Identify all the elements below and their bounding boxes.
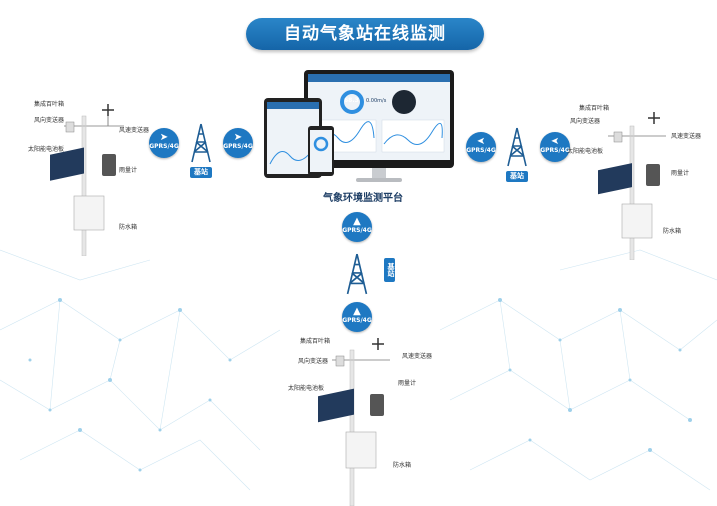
arrow-left-icon: ➤: [550, 136, 560, 147]
weather-station-left: [50, 104, 124, 256]
label-right-shutter: 集成百叶箱: [579, 105, 610, 112]
label-bottom-rain-gauge: 雨量计: [398, 380, 417, 387]
label-left-rain-gauge: 雨量计: [119, 167, 138, 174]
gprs-badge-left-2: ➤ GPRS/4G: [223, 128, 253, 158]
cell-tower-icon-bottom: [346, 253, 368, 295]
page-title: 自动气象站在线监测: [246, 18, 484, 50]
gprs-badge-left-1: ➤ GPRS/4G: [149, 128, 179, 158]
gprs-badge-bottom-1: ▲ GPRS/4G: [342, 212, 372, 242]
label-left-wind-direction: 风向变送器: [34, 117, 65, 124]
label-left-solar-panel: 太阳能电池板: [28, 146, 65, 153]
arrow-up-icon: ▲: [353, 216, 361, 227]
label-bottom-wind-speed: 风速变送器: [402, 353, 433, 360]
label-right-rain-gauge: 雨量计: [671, 170, 690, 177]
cell-tower-icon-right: [507, 127, 527, 167]
cell-tower-icon-left: [191, 123, 211, 163]
label-left-wind-speed: 风速变送器: [119, 127, 150, 134]
arrow-right-icon: ➤: [159, 132, 169, 143]
base-station-tag-bottom: 基站: [384, 258, 395, 282]
gprs-badge-right-1: ➤ GPRS/4G: [466, 132, 496, 162]
platform-label: 气象环境监测平台: [323, 193, 403, 204]
label-bottom-wind-direction: 风向变送器: [298, 358, 329, 365]
arrow-up-icon: ▲: [353, 306, 361, 317]
label-right-box: 防水箱: [663, 228, 682, 235]
gprs-badge-right-2: ➤ GPRS/4G: [540, 132, 570, 162]
label-left-shutter: 集成百叶箱: [34, 101, 65, 108]
label-left-box: 防水箱: [119, 224, 138, 231]
dashboard-gauge-readout: 0.00m/s: [366, 98, 387, 104]
base-station-tag-left: 基站: [190, 167, 212, 178]
dashboard-percent-readout: 68.3: [344, 97, 359, 104]
label-bottom-shutter: 集成百叶箱: [300, 338, 331, 345]
weather-station-bottom: [318, 338, 390, 506]
arrow-right-icon: ➤: [233, 132, 243, 143]
label-right-wind-speed: 风速变送器: [671, 133, 702, 140]
label-bottom-solar-panel: 太阳能电池板: [288, 385, 325, 392]
label-right-wind-direction: 风向变送器: [570, 118, 601, 125]
weather-station-right: [598, 112, 666, 260]
label-right-solar-panel: 太阳能电池板: [567, 148, 604, 155]
gprs-badge-bottom-2: ▲ GPRS/4G: [342, 302, 372, 332]
monitoring-platform-devices: [264, 70, 454, 182]
label-bottom-box: 防水箱: [393, 462, 412, 469]
arrow-left-icon: ➤: [476, 136, 486, 147]
base-station-tag-right: 基站: [506, 171, 528, 182]
